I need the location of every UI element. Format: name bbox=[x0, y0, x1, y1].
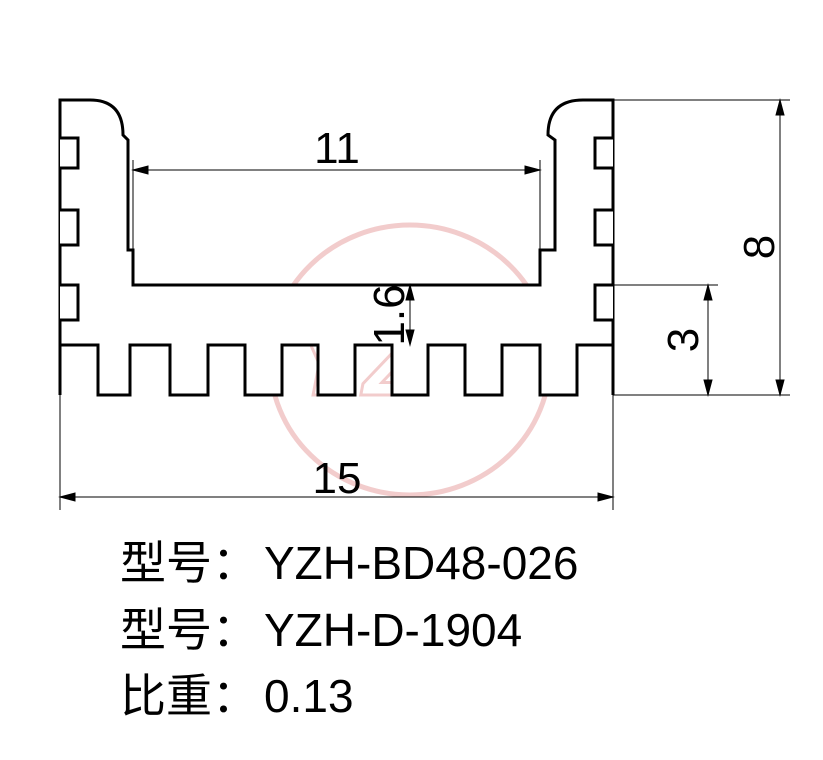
dim-inner-width: 11 bbox=[314, 124, 360, 173]
spec-value: 0.13 bbox=[264, 670, 354, 722]
profile-drawing: YZ bbox=[58, 98, 790, 510]
spec-value: YZH-D-1904 bbox=[264, 604, 523, 656]
spec-value: YZH-BD48-026 bbox=[264, 537, 579, 589]
dimension-lines bbox=[58, 98, 790, 510]
dim-total-width: 15 bbox=[313, 454, 362, 503]
spec-row-model-2: 型号：YZH-D-1904 bbox=[120, 607, 522, 653]
spec-row-model-1: 型号：YZH-BD48-026 bbox=[120, 540, 578, 586]
spec-row-weight: 比重：0.13 bbox=[120, 673, 354, 719]
spec-label: 比重： bbox=[120, 670, 258, 722]
spec-label: 型号： bbox=[120, 537, 258, 589]
dim-base-height: 3 bbox=[659, 328, 708, 352]
spec-label: 型号： bbox=[120, 604, 258, 656]
dim-wall-thickness: 1.6 bbox=[365, 284, 414, 345]
right-fins bbox=[593, 136, 613, 322]
left-fins bbox=[60, 136, 80, 322]
dim-total-height: 8 bbox=[735, 235, 784, 259]
